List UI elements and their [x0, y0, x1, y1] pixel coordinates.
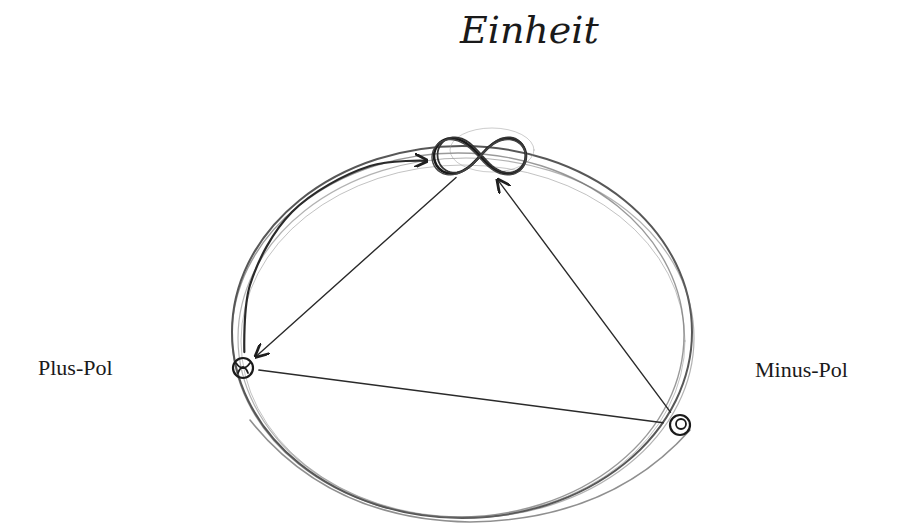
circle-stroke: [250, 420, 690, 522]
circle-stroke: [232, 153, 684, 517]
minus-strokes: [670, 415, 690, 435]
pencil-connector: [256, 177, 456, 356]
minus-symbol: [667, 412, 693, 438]
circle-strokes: [232, 128, 694, 522]
unity-node: Einheit: [415, 8, 603, 177]
pencil-connector: [259, 370, 663, 423]
pole-mark: [236, 363, 250, 373]
pole-label: Plus-Pol: [38, 355, 113, 381]
circle-stroke: [238, 158, 694, 518]
pole-circle: [670, 415, 690, 435]
pencil-connector: [244, 161, 427, 352]
pole-mark: [676, 419, 686, 429]
circle-stroke: [241, 165, 685, 517]
plus-strokes: [233, 358, 253, 378]
plus-symbol: [230, 355, 256, 381]
pencil-connector: [498, 180, 671, 413]
pole-node: Minus-Pol: [660, 340, 852, 438]
handwritten-title: Einheit: [460, 8, 599, 52]
infinity-strokes: [432, 137, 526, 175]
infinity-symbol: [430, 135, 530, 177]
pole-node: Plus-Pol: [30, 345, 256, 385]
pole-label: Minus-Pol: [755, 357, 848, 383]
pole-circle: [233, 358, 253, 378]
infinity-stroke: [432, 140, 526, 175]
